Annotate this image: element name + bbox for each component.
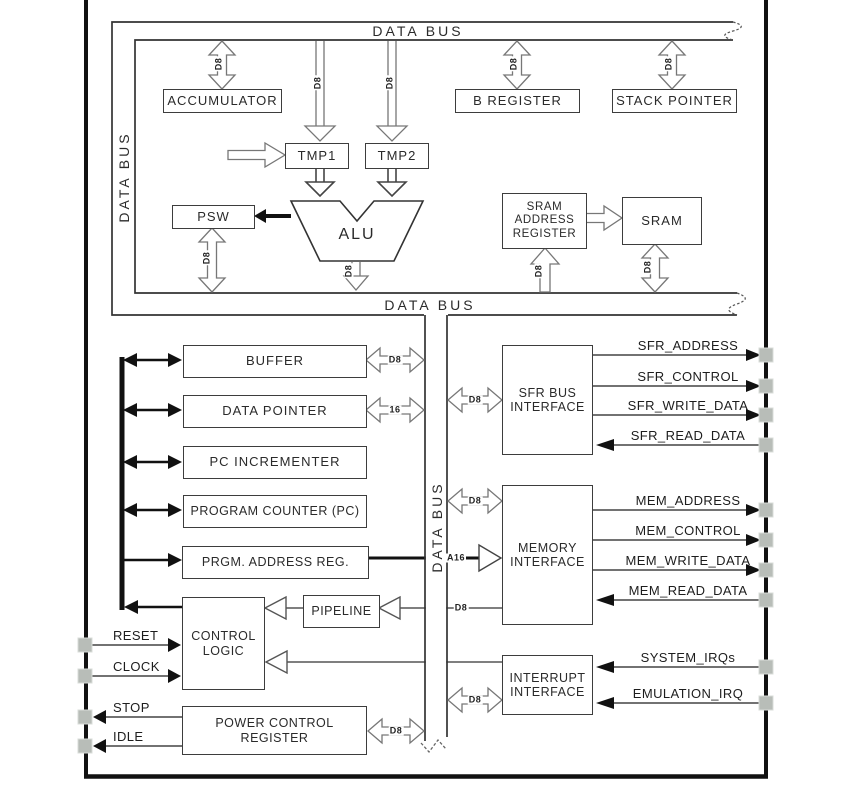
memory-interface-block: MEMORY INTERFACE xyxy=(502,485,593,625)
signal-system-irqs: SYSTEM_IRQs xyxy=(640,650,736,665)
signal-stop: STOP xyxy=(113,700,150,715)
left-register-bus xyxy=(119,353,182,614)
bus-width-label-sfr: D8 xyxy=(467,394,483,405)
b-register-block: B REGISTER xyxy=(455,89,580,113)
buffer-block: BUFFER xyxy=(183,345,367,378)
power-control-register-label: POWER CONTROL REGISTER xyxy=(215,716,334,745)
alu-shape xyxy=(289,200,425,291)
bus-width-label-tmp1: D8 xyxy=(312,75,323,91)
pipeline-label: PIPELINE xyxy=(311,604,372,619)
bus-width-label-b-register: D8 xyxy=(508,56,519,72)
data-pointer-block: DATA POINTER xyxy=(183,395,367,428)
bus-width-label-memory: D8 xyxy=(467,495,483,506)
signal-idle: IDLE xyxy=(113,729,144,744)
psw-label: PSW xyxy=(197,208,230,224)
middle-data-bus-label: DATA BUS xyxy=(384,296,476,313)
signal-sfr-address: SFR_ADDRESS xyxy=(637,338,739,353)
accumulator-to-tmp1-arrow xyxy=(227,141,287,169)
data-pointer-label: DATA POINTER xyxy=(222,403,328,419)
stack-pointer-label: STACK POINTER xyxy=(616,92,733,108)
psw-bus-arrow xyxy=(197,227,227,293)
sram-address-register-block: SRAM ADDRESS REGISTER xyxy=(502,193,587,249)
top-data-bus-label: DATA BUS xyxy=(372,23,464,39)
bus-width-label-a16: A16 xyxy=(445,552,467,563)
pipeline-to-control-line xyxy=(263,595,303,621)
bus-width-label-pipeline: D8 xyxy=(453,602,469,613)
bus-width-label-stack-pointer: D8 xyxy=(663,56,674,72)
b-register-label: B REGISTER xyxy=(473,92,562,108)
tmp1-label: TMP1 xyxy=(297,147,337,163)
tmp-input-buses xyxy=(303,41,409,142)
left-data-bus-label: DATA BUS xyxy=(116,131,132,223)
io-pads xyxy=(77,347,774,754)
accumulator-label: ACCUMULATOR xyxy=(167,92,278,108)
accumulator-block: ACCUMULATOR xyxy=(163,89,282,113)
sram-bus-arrow xyxy=(640,243,670,293)
sram-block: SRAM xyxy=(622,197,702,245)
interrupt-interface-label: INTERRUPT INTERFACE xyxy=(509,670,586,699)
signal-reset: RESET xyxy=(113,628,159,643)
bus-width-label-tmp2: D8 xyxy=(384,75,395,91)
tmp-output-arrows xyxy=(304,168,408,198)
pipeline-block: PIPELINE xyxy=(303,595,380,628)
signal-sfr-write-data: SFR_WRITE_DATA xyxy=(627,398,749,413)
signal-clock: CLOCK xyxy=(113,659,160,674)
signal-mem-write-data: MEM_WRITE_DATA xyxy=(625,553,751,568)
bus-connector-arrows-top xyxy=(197,40,687,293)
bus-width-label-power-control: D8 xyxy=(388,725,404,736)
bus-width-label-psw: D8 xyxy=(201,250,212,266)
signal-mem-address: MEM_ADDRESS xyxy=(635,493,741,508)
bus-width-label-buffer: D8 xyxy=(387,354,403,365)
sram-address-in-arrow xyxy=(529,247,561,293)
sram-label: SRAM xyxy=(641,212,683,228)
memory-to-pipeline-line xyxy=(377,595,502,621)
left-signal-lines xyxy=(91,638,182,753)
interrupt-interface-block: INTERRUPT INTERFACE xyxy=(502,655,593,715)
buffer-label: BUFFER xyxy=(246,353,304,369)
center-data-bus-label: DATA BUS xyxy=(429,481,445,573)
bus-width-label-interrupt: D8 xyxy=(467,694,483,705)
bus-width-label-alu-out: D8 xyxy=(343,263,354,279)
program-counter-label: PROGRAM COUNTER (PC) xyxy=(190,504,360,519)
signal-mem-read-data: MEM_READ_DATA xyxy=(628,583,748,598)
center-data-bus xyxy=(420,314,448,754)
prgm-address-reg-block: PRGM. ADDRESS REG. xyxy=(182,546,369,579)
memory-interface-label: MEMORY INTERFACE xyxy=(510,540,585,569)
sramreg-to-sram-arrow xyxy=(585,204,624,232)
main-data-bus xyxy=(111,21,746,316)
alu-to-psw-arrow xyxy=(254,209,291,223)
psw-block: PSW xyxy=(172,205,255,229)
tmp1-block: TMP1 xyxy=(285,143,349,169)
pc-incrementer-label: PC INCREMENTER xyxy=(209,454,341,470)
interrupt-to-control-line xyxy=(264,649,502,675)
signal-sfr-control: SFR_CONTROL xyxy=(637,369,739,384)
prgm-address-reg-label: PRGM. ADDRESS REG. xyxy=(201,555,350,570)
sram-address-register-label: SRAM ADDRESS REGISTER xyxy=(512,201,577,240)
pc-incrementer-block: PC INCREMENTER xyxy=(183,446,367,479)
bus-width-label-data-pointer: 16 xyxy=(388,404,402,415)
control-logic-label: CONTROL LOGIC xyxy=(191,629,256,658)
right-signal-arrowheads xyxy=(596,349,761,709)
bus-width-label-sram: D8 xyxy=(642,259,653,275)
sfr-bus-interface-block: SFR BUS INTERFACE xyxy=(502,345,593,455)
program-counter-block: PROGRAM COUNTER (PC) xyxy=(183,495,367,528)
tmp2-block: TMP2 xyxy=(365,143,429,169)
signal-emulation-irq: EMULATION_IRQ xyxy=(632,686,744,701)
bus-width-label-accumulator: D8 xyxy=(213,56,224,72)
signal-mem-control: MEM_CONTROL xyxy=(635,523,741,538)
sfr-bus-interface-label: SFR BUS INTERFACE xyxy=(510,385,585,414)
stack-pointer-block: STACK POINTER xyxy=(612,89,737,113)
tmp2-label: TMP2 xyxy=(377,147,417,163)
control-logic-block: CONTROL LOGIC xyxy=(182,597,265,690)
alu-label: ALU xyxy=(338,226,376,243)
signal-sfr-read-data: SFR_READ_DATA xyxy=(630,428,746,443)
power-control-register-block: POWER CONTROL REGISTER xyxy=(182,706,367,755)
bus-width-label-sram-addr: D8 xyxy=(533,263,544,279)
right-signal-lines xyxy=(593,354,764,704)
